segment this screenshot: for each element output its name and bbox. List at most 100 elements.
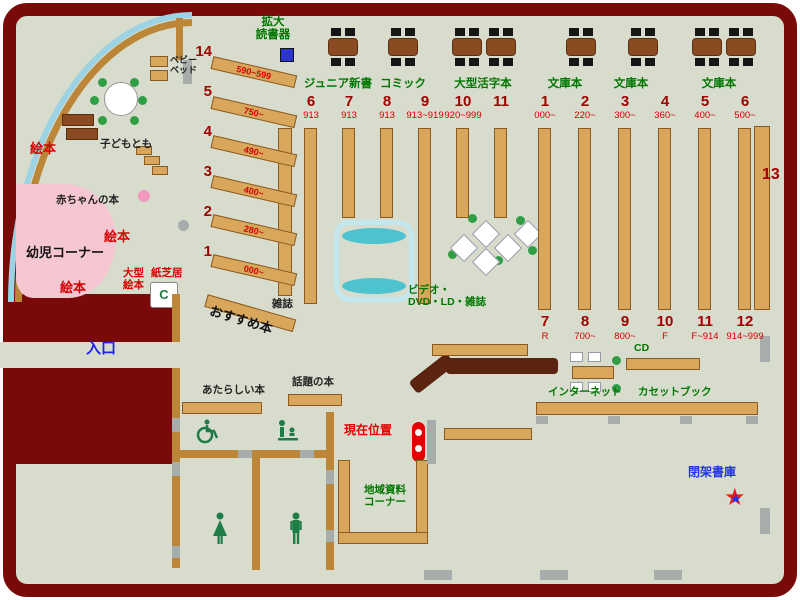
chair: [391, 58, 401, 66]
womens-toilet-icon: [210, 512, 230, 546]
chair-dot: [138, 96, 147, 105]
chair-dot: [448, 250, 457, 259]
bookshelf: [572, 366, 614, 379]
shelf-number: 8: [580, 313, 590, 330]
chair: [729, 58, 739, 66]
chair: [588, 352, 601, 362]
bookshelf: [144, 156, 160, 165]
shelf-number: 9: [420, 93, 430, 110]
wall: [172, 294, 180, 342]
chair: [331, 58, 341, 66]
shelf-number: 11: [493, 93, 509, 110]
kodomo-tomo-label: 子どもとも: [100, 138, 153, 150]
service-counter: [446, 358, 558, 374]
chair: [489, 28, 499, 36]
pillar: [172, 462, 180, 476]
baby-changing-icon: [276, 418, 300, 444]
chair: [583, 58, 593, 66]
pillar: [183, 60, 192, 84]
wall: [176, 18, 183, 60]
chair: [569, 58, 579, 66]
shelf-range: 913: [303, 110, 319, 121]
shelf-header-comic: コミック: [380, 78, 426, 90]
large-picture-books-label: 大型 絵本: [123, 267, 144, 292]
bookshelf: [150, 70, 168, 81]
bookshelf: [136, 146, 152, 155]
bookshelf: [338, 532, 428, 544]
bookshelf: [658, 128, 671, 310]
shelf-range: F: [662, 331, 668, 342]
picture-books-label: 絵本: [30, 141, 57, 156]
bookshelf: [342, 128, 355, 218]
chair: [570, 352, 583, 362]
reading-table: [328, 38, 358, 56]
chair: [469, 28, 479, 36]
reading-table: [628, 38, 658, 56]
pillar: [654, 570, 682, 580]
star-inner: ★: [730, 491, 742, 506]
picture-books-label: 絵本: [104, 229, 131, 244]
bookshelf: [626, 358, 700, 370]
pillar: [536, 416, 548, 424]
pillar: [760, 336, 770, 362]
chair: [709, 28, 719, 36]
pillar: [300, 450, 314, 458]
pillar: [760, 508, 770, 534]
entrance-label: 入口: [86, 340, 117, 357]
chair-dot: [98, 116, 107, 125]
shelf-number: 6: [306, 93, 316, 110]
shelf-number: 2: [203, 203, 212, 220]
chair: [743, 58, 753, 66]
shelf-13-number: 13: [762, 166, 780, 183]
reading-table: [486, 38, 516, 56]
round-table: [104, 82, 138, 116]
baby-books-label: 赤ちゃんの本: [56, 194, 119, 206]
bookshelf: [152, 166, 168, 175]
shelf-range: 360~: [654, 110, 676, 121]
chair: [583, 28, 593, 36]
kids-table: [62, 114, 94, 126]
chair: [695, 58, 705, 66]
shelf-number: 10: [454, 93, 472, 110]
chair: [489, 58, 499, 66]
shelf-number: 8: [382, 93, 392, 110]
shelf-number: 5: [700, 93, 710, 110]
shelf-range: 913: [379, 110, 395, 121]
shelf-range: 700~: [574, 331, 596, 342]
chair-dot: [516, 216, 525, 225]
shelf-number: 12: [736, 313, 754, 330]
kids-table: [66, 128, 98, 140]
shelf-range: 800~: [614, 331, 636, 342]
building-outline: [3, 3, 797, 597]
wall: [326, 412, 334, 570]
bookshelf: [304, 128, 317, 304]
shelf-range: 220~: [574, 110, 596, 121]
pillar: [746, 416, 758, 424]
shelf-range: 300~: [614, 110, 636, 121]
shelf-range: 000~: [534, 110, 556, 121]
reading-table: [692, 38, 722, 56]
pillar: [608, 416, 620, 424]
reading-table: [726, 38, 756, 56]
magnifier-device: [280, 48, 294, 62]
shelf-number: 4: [203, 123, 212, 140]
bookshelf: [182, 402, 262, 414]
bookshelf: [288, 394, 342, 406]
cassette-label: カセットブック: [638, 386, 712, 398]
shelf-range: 500~: [734, 110, 756, 121]
bookshelf: [578, 128, 591, 310]
entrance-corridor: [0, 342, 176, 368]
shelf-number: 11: [697, 313, 713, 330]
pillar: [326, 470, 334, 484]
shelf-header-junior: ジュニア新書: [303, 78, 373, 90]
picture-books-label: 絵本: [60, 280, 87, 295]
chair-dot: [98, 78, 107, 87]
chair-dot: [130, 78, 139, 87]
bookshelf: [418, 128, 431, 304]
bookshelf: [538, 128, 551, 310]
curved-bench: [342, 228, 406, 244]
chair: [743, 28, 753, 36]
chair: [695, 28, 705, 36]
internet-label: インターネット: [548, 386, 622, 398]
